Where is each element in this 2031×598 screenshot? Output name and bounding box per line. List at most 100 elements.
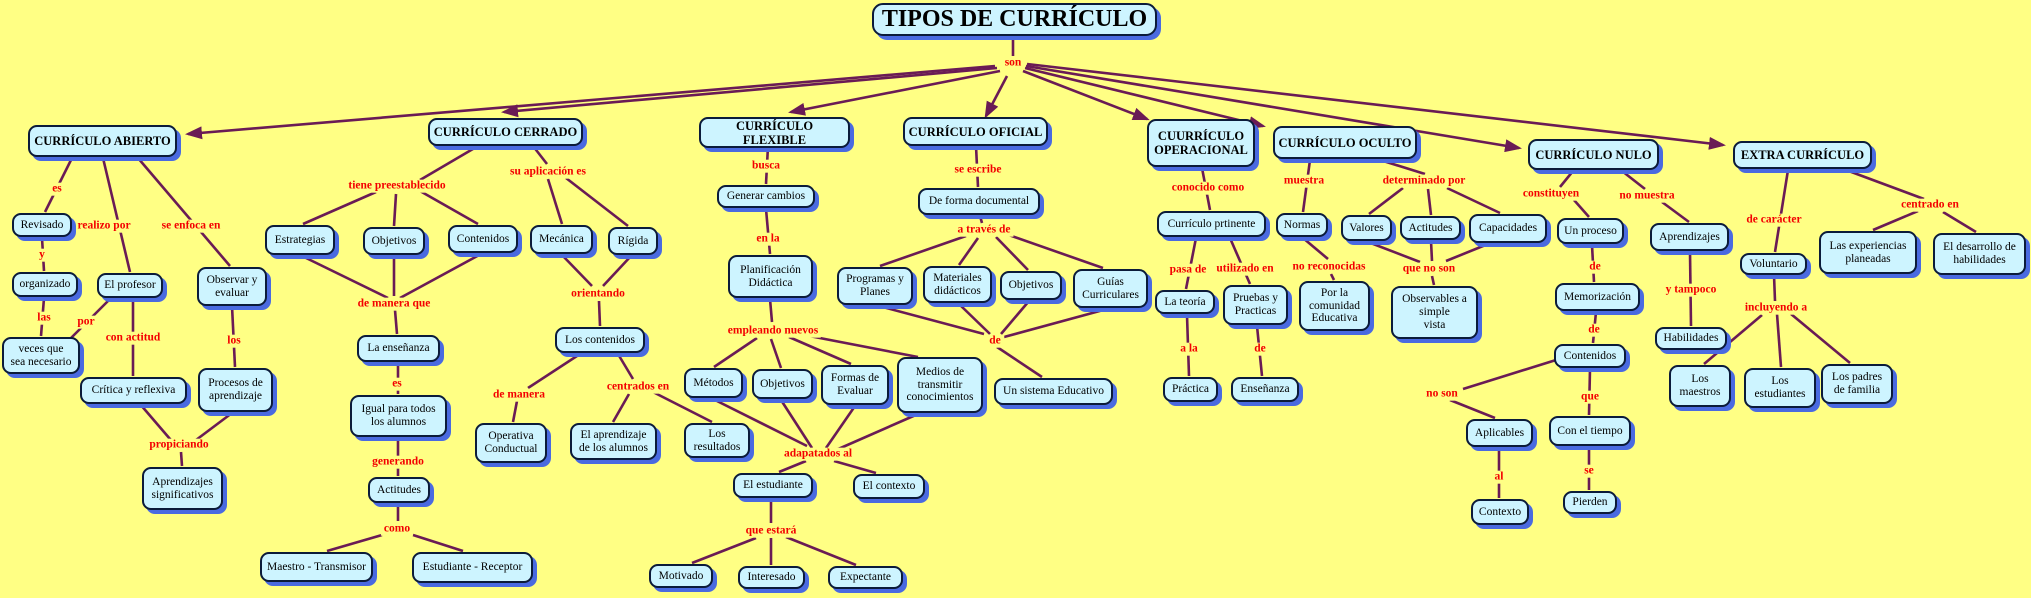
node-curriculo-prtinente[interactable]: Currículo prtinente [1157, 211, 1266, 237]
node-el-aprendizaje-de-los-alumnos[interactable]: El aprendizaje de los alumnos [570, 423, 657, 460]
node-actitudes-oculto[interactable]: Actitudes [1400, 216, 1461, 240]
node-el-profesor[interactable]: El profesor [97, 273, 163, 298]
node-veces-que-sea-necesario[interactable]: veces que sea necesario [2, 337, 80, 374]
connector-line [958, 303, 991, 335]
link-label-que-estara: que estará [742, 524, 800, 538]
node-los-estudiantes[interactable]: Los estudiantes [1744, 368, 1816, 408]
link-label-su-aplicacion-es: su aplicación es [506, 165, 590, 179]
node-los-resultados[interactable]: Los resultados [684, 423, 750, 458]
node-aplicables[interactable]: Aplicables [1466, 419, 1533, 447]
node-ensenanza[interactable]: Enseñanza [1231, 377, 1299, 402]
node-critica-y-reflexiva[interactable]: Crítica y reflexiva [80, 377, 187, 404]
connector-line [769, 338, 783, 369]
node-curriculo-oficial[interactable]: CURRÍCULO OFICIAL [903, 117, 1048, 146]
link-label-no-son: no son [1423, 387, 1461, 401]
node-pruebas-y-practicas[interactable]: Pruebas y Practicas [1223, 285, 1288, 325]
node-contenidos-nulo[interactable]: Contenidos [1554, 344, 1626, 368]
node-las-experiencias-planeadas[interactable]: Las experiencias planeadas [1819, 231, 1917, 274]
node-los-contenidos[interactable]: Los contenidos [555, 327, 645, 353]
node-metodos[interactable]: Métodos [684, 368, 743, 398]
node-de-forma-documental[interactable]: De forma documental [918, 188, 1040, 215]
node-curriculo-nulo[interactable]: CURRÍCULO NULO [1528, 139, 1659, 170]
link-label-por: por [74, 315, 98, 329]
node-interesado[interactable]: Interesado [738, 566, 805, 589]
node-actitudes-cerrado[interactable]: Actitudes [368, 477, 430, 503]
node-materiales-didacticos[interactable]: Materiales didácticos [923, 266, 992, 303]
node-procesos-de-aprendizaje[interactable]: Procesos de aprendizaje [198, 368, 273, 412]
connector-line [399, 252, 482, 300]
node-los-maestros[interactable]: Los maestros [1669, 365, 1731, 407]
node-el-contexto[interactable]: El contexto [853, 474, 925, 499]
node-medios-de-transmitir[interactable]: Medios de transmitir conocimientos [897, 357, 983, 413]
node-rigida[interactable]: Rígida [608, 227, 658, 255]
diagram-title: TIPOS DE CURRÍCULO [872, 3, 1157, 36]
node-la-teoria[interactable]: La teoría [1155, 290, 1215, 314]
node-curriculo-abierto[interactable]: CURRÍCULO ABIERTO [28, 125, 177, 157]
node-observables-a-simple-vista[interactable]: Observables a simple vista [1391, 286, 1478, 339]
node-contenidos-cerrado[interactable]: Contenidos [448, 225, 518, 253]
link-label-generando: generando [369, 455, 427, 469]
connector-line [778, 459, 807, 474]
link-label-de-manera: de manera [489, 388, 549, 402]
node-capacidades[interactable]: Capacidades [1469, 214, 1547, 243]
node-por-la-comunidad-educativa[interactable]: Por la comunidad Educativa [1299, 281, 1370, 331]
node-programas-y-planes[interactable]: Programas y Planes [837, 267, 913, 305]
node-planificacion-didactica[interactable]: Planificación Didáctica [728, 255, 813, 298]
connector-line [616, 353, 635, 380]
node-voluntario[interactable]: Voluntario [1740, 253, 1807, 275]
node-habilidades[interactable]: Habilidades [1655, 327, 1727, 350]
node-revisado[interactable]: Revisado [12, 213, 72, 237]
node-estrategias[interactable]: Estrategias [265, 225, 335, 255]
node-igual-para-todos[interactable]: Igual para todos los alumnos [350, 395, 447, 437]
node-aprendizajes-significativos[interactable]: Aprendizajes significativos [142, 467, 223, 510]
node-un-proceso[interactable]: Un proceso [1557, 218, 1624, 244]
node-motivado[interactable]: Motivado [649, 564, 713, 588]
connector-line [1367, 240, 1421, 264]
node-observar-y-evaluar[interactable]: Observar y evaluar [197, 267, 267, 306]
connector-line [137, 157, 231, 267]
node-con-el-tiempo[interactable]: Con el tiempo [1549, 416, 1631, 446]
node-normas[interactable]: Normas [1276, 213, 1328, 237]
node-mecanica[interactable]: Mecánica [530, 225, 593, 254]
connector-line [833, 459, 877, 475]
node-memorizacion[interactable]: Memorización [1555, 283, 1640, 311]
node-objetivos-flexible[interactable]: Objetivos [752, 369, 813, 399]
node-formas-de-evaluar[interactable]: Formas de Evaluar [821, 365, 889, 405]
connector-line [978, 215, 984, 224]
node-un-sistema-educativo[interactable]: Un sistema Educativo [994, 378, 1113, 405]
link-label-incluyendo-a: incluyendo a [1741, 301, 1811, 315]
connector-line [1449, 398, 1496, 420]
node-curriculo-cerrado[interactable]: CURRÍCULO CERRADO [428, 118, 583, 146]
node-objetivos-cerrado[interactable]: Objetivos [363, 227, 425, 255]
connector-line [597, 300, 602, 327]
node-extra-curriculo[interactable]: EXTRA CURRÍCULO [1733, 141, 1872, 169]
node-expectante[interactable]: Expectante [828, 566, 903, 589]
node-curriculo-oculto[interactable]: CURRÍCULO OCULTO [1273, 126, 1417, 159]
node-aprendizajes-nulo[interactable]: Aprendizajes [1650, 223, 1729, 251]
node-curriculo-flexible[interactable]: CURRÍCULO FLEXIBLE [699, 117, 850, 148]
node-objetivos-oficial[interactable]: Objetivos [1000, 271, 1062, 300]
connector-line [1661, 200, 1690, 224]
node-la-ensenanza[interactable]: La enseñanza [357, 335, 440, 362]
node-el-estudiante[interactable]: El estudiante [733, 473, 813, 498]
link-label-no-muestra: no muestra [1616, 189, 1678, 203]
node-pierden[interactable]: Pierden [1563, 491, 1617, 514]
node-guias-curriculares[interactable]: Guías Curriculares [1073, 269, 1148, 308]
connector-line [798, 332, 919, 359]
node-practica[interactable]: Práctica [1163, 377, 1218, 402]
node-estudiante-receptor[interactable]: Estudiante - Receptor [412, 552, 533, 583]
link-label-de-nulo-2: de [1585, 323, 1603, 337]
node-contexto[interactable]: Contexto [1471, 499, 1529, 525]
node-valores[interactable]: Valores [1341, 215, 1392, 241]
node-el-desarrollo-de-habilidades[interactable]: El desarrollo de habilidades [1933, 233, 2026, 275]
link-label-constituyen: constituyen [1519, 187, 1583, 201]
node-organizado[interactable]: organizado [12, 272, 78, 297]
connector-line [412, 533, 464, 553]
connector-line [393, 309, 399, 335]
node-generar-cambios[interactable]: Generar cambios [717, 185, 815, 208]
node-maestro-transmisor[interactable]: Maestro - Transmisor [260, 552, 373, 582]
node-cuurriculo-operacional[interactable]: CUURRÍCULO OPERACIONAL [1147, 119, 1255, 167]
node-operativa-conductual[interactable]: Operativa Conductual [475, 423, 547, 463]
link-label-centrado-en: centrado en [1898, 198, 1962, 212]
node-los-padres-de-familia[interactable]: Los padres de familia [1821, 364, 1893, 404]
